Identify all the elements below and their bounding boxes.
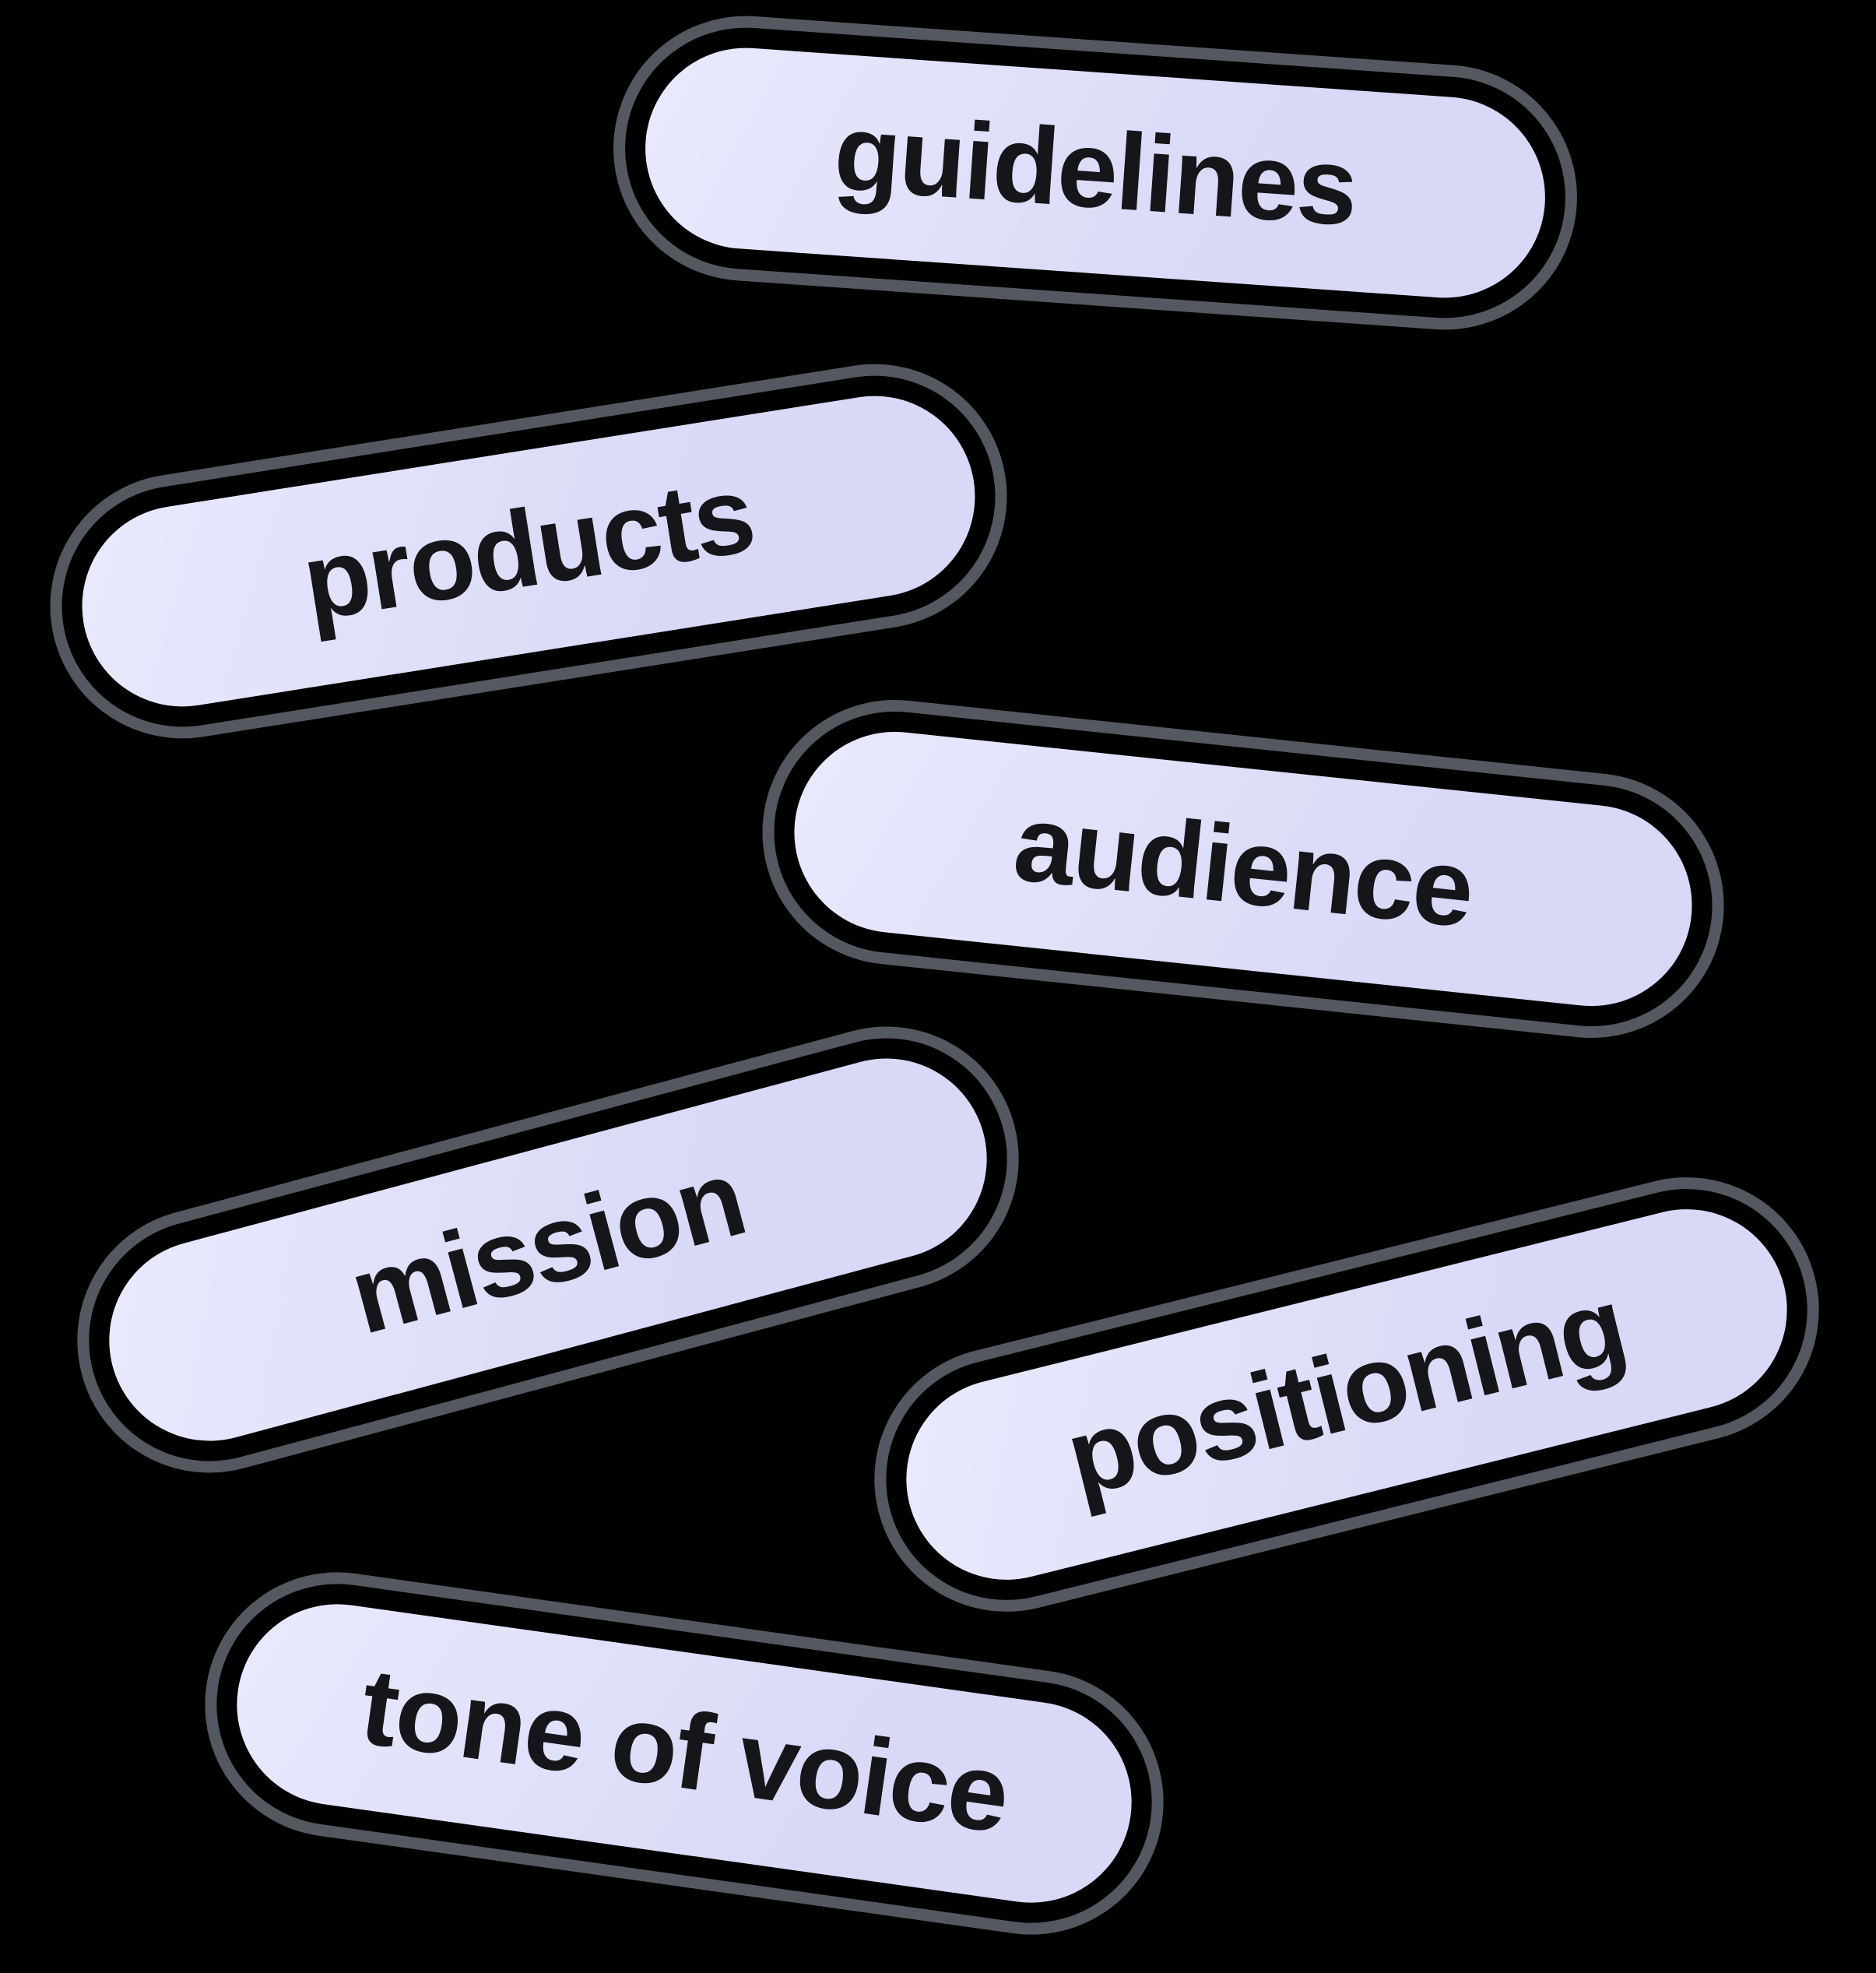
tag-mission-label: mission <box>338 1135 757 1358</box>
tag-products: products <box>31 345 1026 758</box>
tag-guidelines-label: guidelines <box>830 90 1361 249</box>
tag-positioning-label: positioning <box>1055 1263 1637 1520</box>
tag-mission-fill: mission <box>86 1036 1010 1464</box>
tag-guidelines: guidelines <box>604 7 1586 339</box>
tag-positioning-fill: positioning <box>884 1187 1809 1602</box>
tag-tone-of-voice-fill: tone of voice <box>223 1591 1145 1916</box>
tag-products-label: products <box>294 452 762 644</box>
tag-audience-fill: audience <box>784 722 1702 1016</box>
tag-audience-label: audience <box>1008 780 1479 951</box>
tag-tone-of-voice-label: tone of voice <box>353 1644 1016 1856</box>
tag-guidelines-fill: guidelines <box>638 40 1552 305</box>
tag-audience: audience <box>749 687 1737 1051</box>
tag-products-fill: products <box>67 382 990 721</box>
tag-tone-of-voice: tone of voice <box>188 1555 1181 1952</box>
